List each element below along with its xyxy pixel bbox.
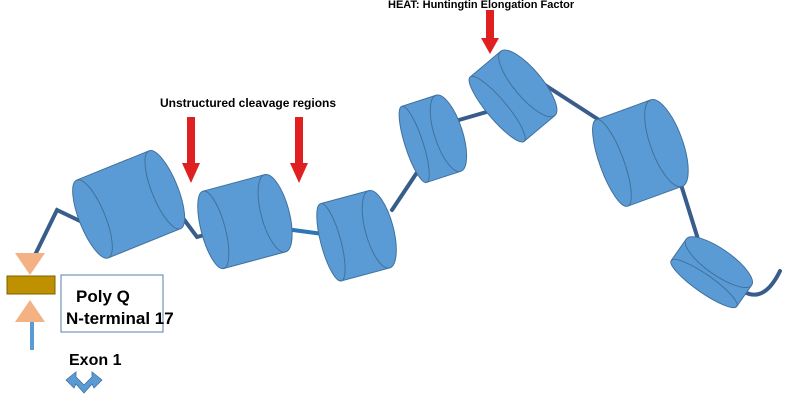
cylinder-3 [316,189,397,282]
cylinder-2 [197,173,293,270]
cylinder-7 [670,236,753,309]
polyq-hourglass [6,253,56,350]
linker-2-3 [291,228,325,236]
cylinder-4 [398,94,468,184]
heat-label: HEAT: Huntingtin Elongation Factor [388,0,575,11]
cylinder-1 [72,150,186,259]
cylinder-5 [468,49,558,143]
exon-label: Exon 1 [69,352,122,369]
cleavage-arrow-1 [182,117,200,183]
polyq-bar [6,275,56,295]
cylinder-6 [592,99,689,207]
cleavage-arrow-2 [290,117,308,183]
polyq-box [60,274,164,333]
cleavage-label: Unstructured cleavage regions [160,96,336,110]
bidirectional-arrow-icon [65,371,103,394]
n-terminal-label: N-terminal 17 [66,309,174,328]
heat-arrow [481,10,499,54]
polyq-label: Poly Q [76,287,130,306]
linker-3-4 [390,166,422,212]
